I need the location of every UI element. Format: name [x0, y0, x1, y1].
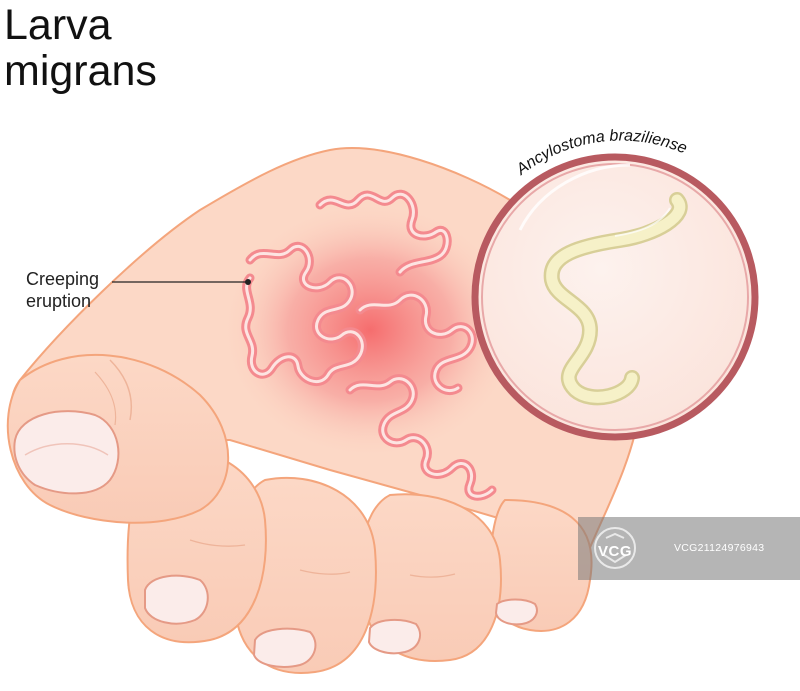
second-toe-nail	[144, 574, 209, 625]
watermark-logo-icon	[594, 527, 636, 569]
fourth-toe-nail	[367, 618, 421, 655]
title-line-1: Larva	[4, 1, 112, 49]
creeping-eruption-label: Creeping eruption	[26, 268, 99, 312]
watermark-brand: VCG	[598, 543, 633, 560]
callout-line-2: eruption	[26, 291, 92, 311]
third-toe-nail	[252, 627, 317, 668]
watermark-id: VCG21124976943	[674, 542, 765, 554]
small-toe-nail	[494, 598, 538, 626]
zoom-lens-icon	[471, 153, 759, 441]
big-toe-nail	[13, 410, 120, 495]
larva-tracks	[241, 189, 497, 501]
watermark: VCG VCG21124976943	[578, 517, 800, 580]
title-line-2: migrans	[4, 47, 157, 95]
callout-line-1: Creeping	[26, 269, 100, 289]
page-title: Larva migrans	[4, 2, 157, 94]
inflammation-glow	[220, 200, 520, 460]
larva-worm-icon	[543, 192, 688, 406]
